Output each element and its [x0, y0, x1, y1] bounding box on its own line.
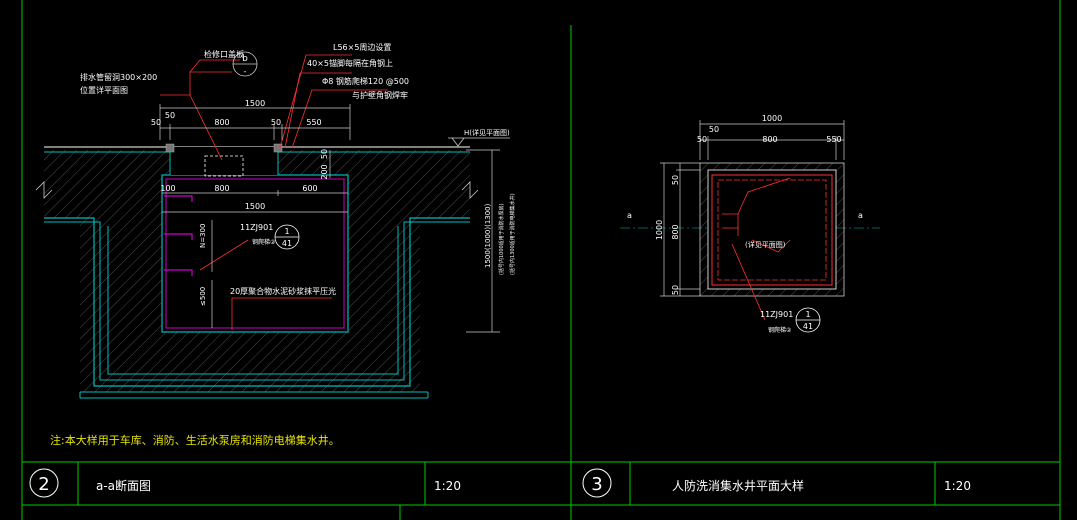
- plan-view: [620, 162, 880, 321]
- rdim-550: 550: [826, 135, 841, 144]
- dim-50-left: 50: [151, 118, 161, 127]
- ref-left-bottom: 41: [282, 239, 292, 248]
- label-drain-2: 位置详平面图: [80, 85, 128, 95]
- ladder-rungs: [164, 195, 193, 276]
- dim-top-overall: 1500: [245, 99, 265, 108]
- section-mark-left: a: [627, 211, 632, 220]
- title-2-scale: 1:20: [434, 479, 461, 493]
- pit-outer-wall-2: [44, 221, 470, 381]
- title-2-text: a-a断面图: [96, 478, 151, 493]
- label-ref-code: 11ZJ901: [240, 223, 273, 232]
- label-depth-3: (括号内1300适用于消防电梯集水井): [509, 193, 516, 275]
- label-level: H(详见平面图): [464, 128, 510, 137]
- dim-50-mid: 50: [271, 118, 281, 127]
- label-ref-caption: 钢爬梯②: [252, 238, 276, 246]
- label-rebar-1: Φ8 钢筋爬梯120 @500: [322, 76, 409, 86]
- drain-opening: [204, 155, 244, 177]
- ref-right-bottom: 41: [803, 322, 813, 331]
- title-2-number: 2: [38, 474, 49, 495]
- dim-200: 200: [320, 164, 329, 179]
- svg-text:-: -: [244, 67, 247, 76]
- dim-lines-left: [159, 104, 500, 333]
- angle-steel-left: [165, 143, 175, 153]
- ref-right-top: 1: [805, 310, 810, 319]
- label-drain-1: 排水管留洞300×200: [80, 72, 157, 82]
- angle-steel-right: [273, 143, 283, 153]
- dim-800-inner: 800: [214, 184, 229, 193]
- label-depth-1: 1500(1000)(1300): [484, 203, 492, 268]
- label-le500: ≤500: [199, 287, 207, 306]
- rdim-800: 800: [762, 135, 777, 144]
- plan-detail-ref: (详见平面图): [745, 240, 786, 249]
- rdim-v50a: 50: [671, 175, 680, 185]
- pit-outer-wall: [44, 217, 470, 387]
- dim-550: 550: [306, 118, 321, 127]
- section-view: [35, 143, 479, 399]
- label-rebar-2: 与护壁角钢焊牢: [352, 90, 408, 100]
- general-note: 注:本大样用于车库、消防、生活水泵房和消防电梯集水井。: [50, 433, 340, 447]
- rdim-50a: 50: [709, 125, 719, 134]
- cover-tag-letter: b: [242, 54, 248, 64]
- concrete-hatch: [44, 150, 470, 392]
- ref-bubble-left: 1 41: [274, 224, 300, 250]
- level-marker: [448, 137, 510, 147]
- title-block-3: 3 人防洗消集水井平面大样 1:20: [582, 468, 971, 498]
- dim-800-top: 800: [214, 118, 229, 127]
- rdim-v50b: 50: [671, 285, 680, 295]
- label-depth-2: (括号内1000适用于消防水泵房): [498, 203, 505, 275]
- rdim-v800: 800: [671, 224, 680, 239]
- rdim-v1000: 1000: [655, 220, 664, 240]
- label-plaster: 20厚聚合物水泥砂浆抹平压光: [230, 286, 336, 296]
- pit-inner: [161, 174, 349, 333]
- plan-ref-caption: 钢爬梯②: [768, 326, 792, 334]
- title-block-2: 2 a-a断面图 1:20: [29, 468, 461, 498]
- rdim-overall: 1000: [762, 114, 782, 123]
- dim-600: 600: [302, 184, 317, 193]
- label-angle-1: L56×5周边设置: [333, 42, 391, 52]
- ref-bubble-right: 1 41: [795, 307, 821, 333]
- title-3-number: 3: [591, 474, 602, 495]
- ref-left-top: 1: [284, 227, 289, 236]
- dim-lines-right: [660, 120, 845, 297]
- dim-1500-inner: 1500: [245, 202, 265, 211]
- title-3-scale: 1:20: [944, 479, 971, 493]
- label-cover: 检修口盖板: [204, 49, 244, 59]
- label-angle-2: 40×5锚脚每隔在角钢上: [307, 58, 393, 68]
- dim-50-left2: 50: [165, 111, 175, 120]
- drawing-frame: [21, 0, 1061, 520]
- rdim-50b: 50: [697, 135, 707, 144]
- dim-50-vert: 50: [320, 149, 329, 159]
- pit-outer-wall-3: [107, 226, 399, 375]
- dim-100: 100: [160, 184, 175, 193]
- section-mark-right: a: [858, 211, 863, 220]
- cover-tag: b -: [232, 51, 258, 77]
- title-3-text: 人防洗消集水井平面大样: [672, 478, 804, 493]
- plan-ref-code: 11ZJ901: [760, 310, 793, 319]
- label-n300: N=300: [199, 224, 207, 248]
- leader-lines-left: [160, 54, 388, 271]
